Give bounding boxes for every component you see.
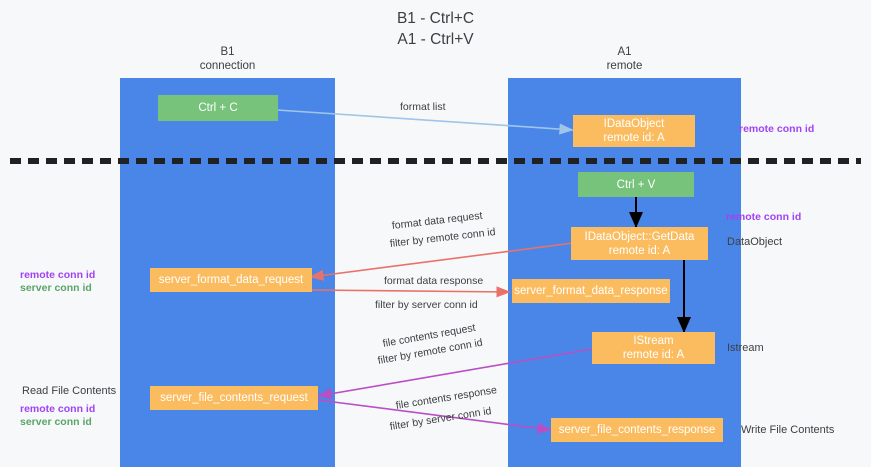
note-write-file-contents: Write File Contents xyxy=(741,424,835,436)
node-ctrl-c[interactable]: Ctrl + C xyxy=(158,95,278,121)
node-server-file-contents-request[interactable]: server_file_contents_request xyxy=(150,386,318,410)
node-ctrl-v[interactable]: Ctrl + V xyxy=(578,172,694,197)
node-server-file-contents-response[interactable]: server_file_contents_response xyxy=(551,418,723,442)
server-conn-id-text: server conn id xyxy=(411,299,478,311)
page-title: B1 - Ctrl+C A1 - Ctrl+V xyxy=(396,10,475,48)
note-remote-conn-id-mid: remote conn id xyxy=(726,211,802,223)
node-idataobject-getdata[interactable]: IDataObject::GetData remote id: A xyxy=(571,227,708,260)
note-dataobject: DataObject xyxy=(727,236,783,248)
lane-header-a1: A1 remote xyxy=(606,46,643,72)
node-server-format-data-response[interactable]: server_format_data_response xyxy=(512,279,670,303)
lane-header-b1: B1 connection xyxy=(199,46,256,72)
section-divider xyxy=(10,158,861,164)
note-istream: Istream xyxy=(727,342,764,354)
node-idataobject[interactable]: IDataObject remote id: A xyxy=(573,115,695,147)
edge-label-format-data-response: format data response xyxy=(384,275,484,287)
note-left-mid-remote-conn-id: remote conn id xyxy=(20,269,96,281)
note-remote-conn-id-top: remote conn id xyxy=(739,123,815,135)
note-left-bottom-remote-conn-id: remote conn id xyxy=(20,403,96,415)
node-server-format-data-request[interactable]: server_format_data_request xyxy=(150,268,312,292)
node-istream[interactable]: IStream remote id: A xyxy=(592,332,715,364)
edge-label-format-list: format list xyxy=(400,101,446,113)
note-left-mid-server-conn-id: server conn id xyxy=(20,282,92,294)
edge-filter-format-data-response: filter by server conn id xyxy=(375,299,478,313)
note-left-bottom-server-conn-id: server conn id xyxy=(20,416,92,428)
note-read-file-contents: Read File Contents xyxy=(22,385,117,397)
filter-by-text: filter by xyxy=(375,299,412,311)
